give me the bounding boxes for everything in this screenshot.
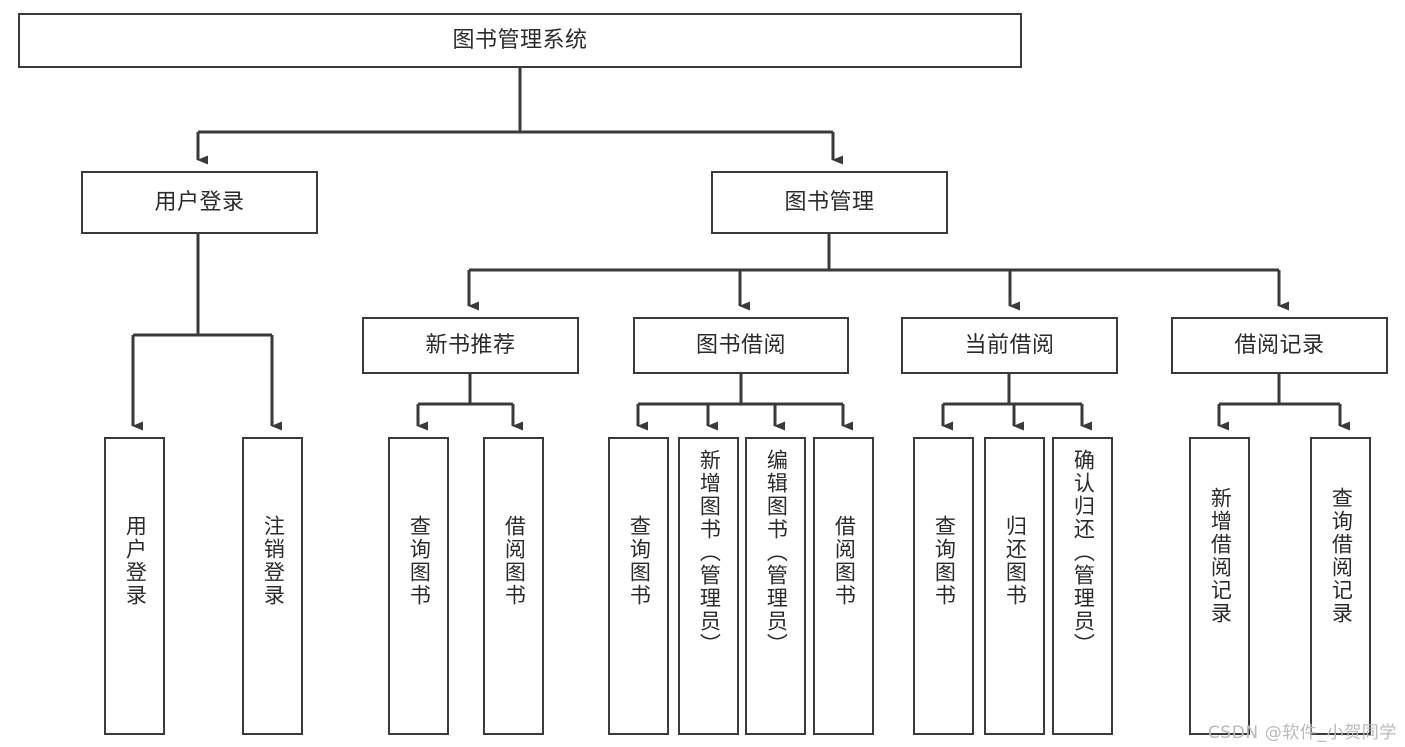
leaf-query-book-recommend[interactable]: 查询图书 <box>388 437 449 735</box>
leaf-confirm-return-admin-label: 确认归还（管理员） <box>1071 449 1096 656</box>
leaf-confirm-return-admin[interactable]: 确认归还（管理员） <box>1052 437 1113 735</box>
node-book-management-label: 图书管理 <box>784 189 875 215</box>
leaf-query-book-borrow-label: 查询图书 <box>627 515 652 607</box>
node-borrow-record[interactable]: 借阅记录 <box>1171 317 1388 374</box>
csdn-watermark: CSDN @软件_小贺同学 <box>1207 723 1397 743</box>
leaf-user-login-label: 用户登录 <box>123 515 148 607</box>
leaf-return-book-label: 归还图书 <box>1003 515 1028 607</box>
node-user-login[interactable]: 用户登录 <box>81 171 318 234</box>
leaf-query-book-borrow[interactable]: 查询图书 <box>608 437 669 735</box>
leaf-query-book-current[interactable]: 查询图书 <box>913 437 974 735</box>
leaf-user-login[interactable]: 用户登录 <box>104 437 165 735</box>
leaf-query-book-recommend-label: 查询图书 <box>407 515 432 607</box>
node-new-book-recommend-label: 新书推荐 <box>425 332 516 358</box>
leaf-borrow-book-recommend-label: 借阅图书 <box>502 515 527 607</box>
leaf-logout-label: 注销登录 <box>261 515 286 607</box>
leaf-add-borrow-record[interactable]: 新增借阅记录 <box>1189 437 1250 735</box>
leaf-edit-book-admin[interactable]: 编辑图书（管理员） <box>745 437 806 735</box>
leaf-query-borrow-record[interactable]: 查询借阅记录 <box>1310 437 1371 735</box>
node-borrow-record-label: 借阅记录 <box>1234 332 1325 358</box>
leaf-add-book-admin[interactable]: 新增图书（管理员） <box>678 437 739 735</box>
leaf-query-borrow-record-label: 查询借阅记录 <box>1329 487 1354 625</box>
node-root-label: 图书管理系统 <box>452 27 588 53</box>
node-book-management[interactable]: 图书管理 <box>711 171 948 234</box>
node-book-borrow[interactable]: 图书借阅 <box>633 317 849 374</box>
leaf-add-book-admin-label: 新增图书（管理员） <box>697 449 722 656</box>
leaf-query-book-current-label: 查询图书 <box>932 515 957 607</box>
node-current-borrow[interactable]: 当前借阅 <box>901 317 1118 374</box>
leaf-add-borrow-record-label: 新增借阅记录 <box>1208 487 1233 625</box>
leaf-edit-book-admin-label: 编辑图书（管理员） <box>764 449 789 656</box>
node-book-borrow-label: 图书借阅 <box>695 332 786 358</box>
node-current-borrow-label: 当前借阅 <box>964 332 1055 358</box>
node-user-login-label: 用户登录 <box>154 189 245 215</box>
node-root[interactable]: 图书管理系统 <box>18 13 1022 68</box>
leaf-borrow-book[interactable]: 借阅图书 <box>813 437 874 735</box>
leaf-borrow-book-recommend[interactable]: 借阅图书 <box>483 437 544 735</box>
leaf-borrow-book-label: 借阅图书 <box>832 515 857 607</box>
leaf-return-book[interactable]: 归还图书 <box>984 437 1045 735</box>
leaf-logout[interactable]: 注销登录 <box>242 437 303 735</box>
node-new-book-recommend[interactable]: 新书推荐 <box>362 317 579 374</box>
